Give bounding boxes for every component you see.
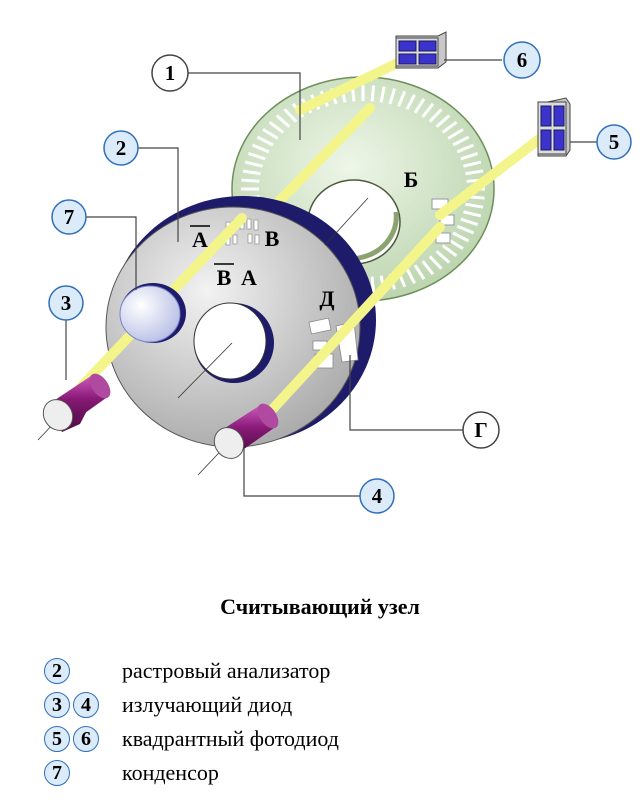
scale-tick — [421, 102, 435, 118]
scale-tick — [413, 98, 426, 114]
emitter-diode-4 — [213, 403, 279, 459]
scale-tick — [460, 217, 479, 226]
label-ba-bar: B — [217, 265, 232, 290]
emitter-diode-3 — [42, 373, 111, 432]
scale-tick — [244, 160, 263, 168]
scale-tick — [421, 260, 435, 276]
scale-tick — [463, 210, 482, 218]
scale-tick — [370, 276, 376, 293]
label-a-bar: A — [192, 227, 208, 252]
scale-tick — [456, 143, 475, 154]
scale-tick — [447, 238, 464, 250]
scale-tick — [428, 255, 443, 270]
legend-text: растровый анализатор — [122, 658, 331, 683]
scale-tick — [256, 135, 274, 147]
legend-badge: 3 — [44, 692, 70, 718]
callout-7: 7 — [51, 199, 87, 235]
legend-text: квадрантный фотодиод — [122, 726, 339, 751]
legend-badge: 4 — [73, 692, 99, 718]
callout-1: 1 — [151, 54, 189, 92]
scale-tick — [452, 135, 470, 147]
legend-row-photodiode: 5 6 квадрантный фотодиод — [44, 722, 339, 756]
analyzer-hole — [193, 302, 267, 380]
scale-tick — [441, 120, 458, 134]
legend-badge: 2 — [44, 658, 70, 684]
quadrant-photodiode-6 — [395, 31, 447, 69]
callout-6: 6 — [503, 41, 541, 79]
scale-tick — [268, 120, 285, 134]
scale-tick — [463, 160, 482, 168]
condenser — [119, 285, 181, 343]
scale-tick — [413, 264, 426, 280]
scale-tick — [452, 231, 470, 243]
label-ba-a: A — [241, 265, 257, 290]
scale-tick — [247, 152, 266, 161]
scale-tick — [435, 114, 451, 128]
legend-badge: 5 — [44, 726, 70, 752]
diagram-title: Считывающий узел — [220, 594, 420, 619]
label-b-letter: B — [265, 226, 280, 251]
scale-tick — [405, 94, 416, 110]
svg-text:1: 1 — [165, 61, 176, 85]
legend-text: конденсор — [122, 760, 219, 785]
svg-text:3: 3 — [61, 291, 72, 315]
scale-tick — [405, 268, 416, 284]
callout-5: 5 — [596, 124, 632, 160]
scale-tick — [460, 152, 479, 161]
legend-row-condenser: 7 конденсор — [44, 756, 339, 790]
scale-tick — [388, 88, 397, 105]
callout-3: 3 — [48, 285, 84, 321]
scale-tick — [441, 244, 458, 258]
scale-tick — [456, 224, 475, 235]
quadrant-photodiode-5 — [537, 97, 571, 157]
scale-tick — [435, 250, 451, 264]
callout-g: Г — [462, 411, 500, 449]
legend-badge: 6 — [73, 726, 99, 752]
scale-tick — [275, 114, 291, 128]
svg-text:7: 7 — [64, 205, 75, 229]
scale-tick — [283, 108, 298, 123]
label-d: Д — [319, 286, 334, 311]
scale-tick — [397, 90, 407, 107]
svg-text:5: 5 — [609, 130, 620, 154]
legend-row-raster-analyzer: 2 растровый анализатор — [44, 654, 339, 688]
scale-tick — [465, 202, 484, 209]
scale-tick — [262, 128, 279, 140]
scale-tick — [242, 169, 261, 176]
reading-unit-diagram: Б A B B A Д 1 2 7 3 6 5 — [37, 31, 632, 514]
svg-text:2: 2 — [116, 136, 127, 160]
callout-4: 4 — [359, 478, 395, 514]
scale-tick — [465, 169, 484, 176]
svg-text:Г: Г — [474, 418, 487, 442]
scale-tick — [241, 178, 260, 183]
scale-tick — [379, 86, 386, 103]
scale-tick — [251, 143, 270, 154]
legend-row-emitter-diode: 3 4 излучающий диод — [44, 688, 339, 722]
label-b: Б — [404, 167, 419, 192]
legend-text: излучающий диод — [122, 692, 293, 717]
svg-text:6: 6 — [517, 48, 528, 72]
scale-tick — [447, 128, 464, 140]
callout-2: 2 — [103, 130, 139, 166]
leader-lines — [65, 59, 598, 497]
scale-tick — [428, 108, 443, 123]
svg-text:4: 4 — [372, 484, 383, 508]
scale-tick — [370, 85, 376, 102]
legend: 2 растровый анализатор 3 4 излучающий ди… — [44, 654, 339, 790]
legend-badge: 7 — [44, 760, 70, 786]
